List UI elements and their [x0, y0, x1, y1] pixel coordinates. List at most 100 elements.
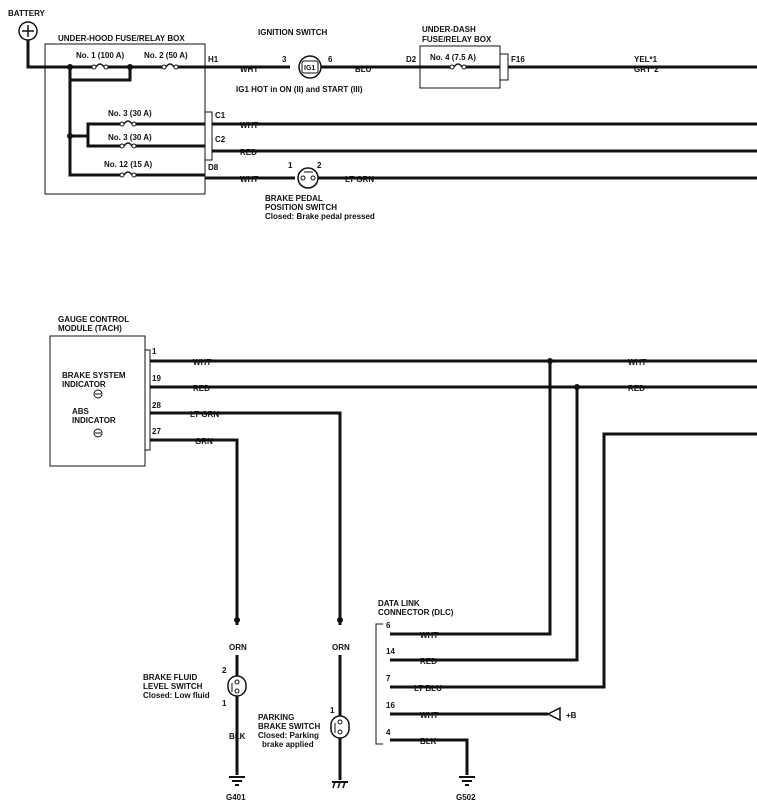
dlc-ltblu-wire [390, 432, 757, 689]
dlc-title-2: CONNECTOR (DLC) [378, 608, 454, 617]
fuse-no3a-icon [119, 120, 137, 127]
dlc-connector-bracket [375, 623, 383, 745]
parking-wire-orn: ORN [332, 643, 350, 652]
brake-pedal-line3: Closed: Brake pedal pressed [265, 212, 375, 221]
ignition-ig1-label: IG1 [304, 65, 315, 72]
pin-c2: C2 [215, 135, 226, 144]
branch-wire [68, 67, 120, 177]
fuse-no3a-label: No. 3 (30 A) [108, 109, 152, 118]
wire-dlc-red: RED [420, 657, 437, 666]
power-arrow-icon [546, 706, 561, 722]
dlc-pin-7: 7 [386, 674, 391, 683]
abs-indicator-lamp-icon [93, 428, 103, 438]
brake-fluid-wire-blk: BLK [229, 732, 246, 741]
fuse-no12-icon [119, 171, 137, 178]
ground-g502-label: G502 [456, 793, 476, 802]
dlc-blk-wire [390, 738, 469, 775]
brake-pedal-switch-icon [297, 167, 319, 189]
fuse-box-outline [44, 43, 206, 195]
wire-brake-ltgrn: LT GRN [345, 175, 374, 184]
gauge-title-1: GAUGE CONTROL [58, 315, 129, 324]
fuse-no1-label: No. 1 (100 A) [76, 51, 124, 60]
wire-f16-gry: GRY*2 [634, 65, 659, 74]
fuse-no3b-label: No. 3 (30 A) [108, 133, 152, 142]
brake-pedal-line2: POSITION SWITCH [265, 203, 337, 212]
wire-gauge-wht: WHT [193, 358, 211, 367]
gauge-grn-wire [150, 438, 239, 625]
connector-dot [234, 617, 240, 623]
ignition-switch-icon [298, 55, 322, 79]
abs-indicator-line1: ABS [72, 407, 90, 416]
brake-indicator-line1: BRAKE SYSTEM [62, 371, 126, 380]
gauge-ltgrn-wire [150, 411, 342, 625]
pin-d8: D8 [208, 163, 219, 172]
abs-indicator-line2: INDICATOR [72, 416, 116, 425]
wire-right-red: RED [628, 384, 645, 393]
brake-fluid-wire-orn: ORN [229, 643, 247, 652]
ground-g502-icon [459, 776, 475, 786]
ground-chassis-icon [332, 781, 348, 789]
ignition-pin-3: 3 [282, 55, 287, 64]
ignition-pin-6: 6 [328, 55, 333, 64]
parking-brake-switch-icon [330, 715, 350, 739]
dlc-plus-b: +B [566, 711, 577, 720]
fuse-no12-label: No. 12 (15 A) [104, 160, 152, 169]
brake-indicator-line2: INDICATOR [62, 380, 106, 389]
dash-box-title-2: FUSE/RELAY BOX [422, 35, 492, 44]
wire-gauge-grn: GRN [195, 437, 213, 446]
wire-dlc-ltblu: LT BLU [414, 684, 442, 693]
dlc-pin-14: 14 [386, 647, 395, 656]
dash-fuse-label: No. 4 (7.5 A) [430, 53, 476, 62]
brake-pedal-line1: BRAKE PEDAL [265, 194, 323, 203]
fuse-no2-label: No. 2 (50 A) [144, 51, 188, 60]
dlc-pin-16: 16 [386, 701, 395, 710]
wire-c1-wht: WHT [240, 121, 258, 130]
gauge-connector [145, 349, 151, 451]
wire-gauge-red: RED [193, 384, 210, 393]
c2-branch [86, 136, 120, 148]
parking-line3: Closed: Parking [258, 731, 319, 740]
dlc-pin-6: 6 [386, 621, 391, 630]
f16-connector [500, 53, 509, 81]
wire-dlc-wht: WHT [420, 631, 438, 640]
brake-pedal-pin-2: 2 [317, 161, 322, 170]
parking-line2: BRAKE SWITCH [258, 722, 320, 731]
battery-icon [18, 21, 38, 41]
ground-g401-icon [229, 776, 245, 786]
fuse-no2-icon [161, 63, 179, 70]
dlc-title-1: DATA LINK [378, 599, 420, 608]
brake-fluid-pin-2: 2 [222, 666, 227, 675]
parking-line1: PARKING [258, 713, 294, 722]
gauge-module-outline [49, 335, 146, 467]
wire-ign-blu: BLU [355, 65, 372, 74]
pin-h1: H1 [208, 55, 219, 64]
fuse-box-title: UNDER-HOOD FUSE/RELAY BOX [58, 34, 185, 43]
dash-box-title-1: UNDER-DASH [422, 25, 476, 34]
ground-g401-label: G401 [226, 793, 246, 802]
gauge-pin-1: 1 [152, 347, 157, 356]
wire-right-wht: WHT [628, 358, 646, 367]
battery-wire [26, 40, 70, 69]
brake-pedal-pin-1: 1 [288, 161, 293, 170]
brake-fluid-line2: LEVEL SWITCH [143, 682, 203, 691]
fuse-no1-icon [91, 63, 109, 70]
dlc-pin-4: 4 [386, 728, 391, 737]
pin-c1: C1 [215, 111, 226, 120]
brake-fluid-line1: BRAKE FLUID [143, 673, 197, 682]
dash-pin-f16: F16 [511, 55, 525, 64]
brake-fluid-pin-1: 1 [222, 699, 227, 708]
brake-fluid-switch-icon [227, 675, 247, 697]
ignition-title: IGNITION SWITCH [258, 28, 328, 37]
branch-wire-2 [70, 67, 132, 82]
wire-gauge-ltgrn: LT GRN [190, 410, 219, 419]
fuse-no4-icon [449, 63, 467, 70]
gauge-title-2: MODULE (TACH) [58, 324, 122, 333]
parking-pin-1: 1 [330, 706, 335, 715]
dash-pin-d2: D2 [406, 55, 417, 64]
brake-fluid-line3: Closed: Low fluid [143, 691, 210, 700]
c-connector [205, 111, 213, 161]
gauge-pin-27: 27 [152, 427, 161, 436]
dlc-wht-branch [390, 361, 552, 636]
wire-c2-red: RED [240, 148, 257, 157]
